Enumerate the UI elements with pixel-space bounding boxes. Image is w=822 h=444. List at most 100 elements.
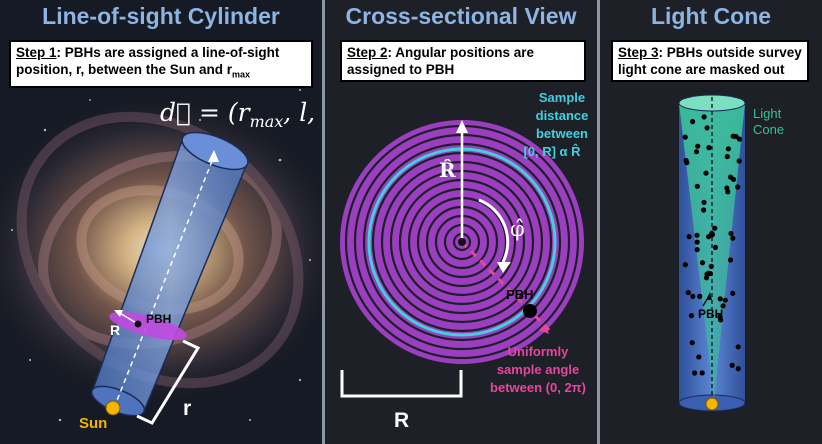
pbh-point bbox=[694, 247, 700, 253]
pbh-point bbox=[736, 136, 743, 142]
pbh-point bbox=[685, 289, 691, 296]
cylinder bbox=[90, 131, 251, 417]
vector-label: d⃗ = (r bbox=[160, 98, 252, 127]
vector-sub: max bbox=[250, 112, 284, 131]
center-point bbox=[458, 238, 466, 246]
pbh-label: PBH bbox=[698, 307, 723, 321]
pbh-point bbox=[707, 271, 713, 277]
pbh-point bbox=[724, 185, 730, 191]
pbh-point bbox=[701, 207, 707, 213]
sun-label: Sun bbox=[79, 415, 107, 432]
pbh-point bbox=[735, 184, 741, 190]
pbh-point bbox=[704, 125, 710, 131]
pbh-point bbox=[725, 146, 731, 152]
panel2-title: Cross-sectional View bbox=[345, 3, 577, 29]
pbh-point bbox=[697, 293, 703, 299]
vector-end: , l, b) bbox=[283, 98, 322, 127]
pbh-point bbox=[735, 344, 741, 350]
light-cone-label: Light Cone bbox=[753, 106, 784, 137]
pbh-point bbox=[683, 157, 689, 164]
pbh-point bbox=[703, 170, 709, 176]
pbh-point bbox=[689, 340, 695, 346]
pbh-dot bbox=[523, 304, 537, 318]
svg-text:between (0, 2π): between (0, 2π) bbox=[490, 380, 586, 395]
pbh-point bbox=[708, 263, 714, 269]
pbh-point bbox=[730, 235, 736, 241]
svg-text:[0, R] α R̂: [0, R] α R̂ bbox=[523, 144, 581, 159]
pbh-point bbox=[695, 143, 701, 149]
pbh-point bbox=[682, 134, 688, 140]
step1-text: : PBHs are assigned a line-of-sight posi… bbox=[16, 45, 280, 77]
pbh-point bbox=[727, 257, 734, 263]
svg-text:distance: distance bbox=[536, 108, 589, 123]
svg-text:Cone: Cone bbox=[753, 122, 784, 137]
pbh-point bbox=[690, 293, 696, 299]
step1-sub: max bbox=[232, 69, 251, 80]
pbh-point bbox=[693, 149, 700, 155]
panel-line-of-sight: d⃗ = (rmax, l, b) PBH R Sun r Line-of-si… bbox=[0, 0, 322, 444]
pbh-point bbox=[690, 119, 696, 125]
R-bracket bbox=[340, 370, 463, 398]
light-cone-diagram: PBH Light Cone bbox=[678, 94, 784, 412]
pbh-point bbox=[696, 354, 702, 360]
pbh-point bbox=[724, 153, 730, 160]
step3-label: Step 3 bbox=[618, 45, 659, 60]
pbh-point bbox=[706, 234, 712, 240]
pbh-point bbox=[688, 313, 694, 319]
svg-text:Light: Light bbox=[753, 106, 782, 121]
pbh-point bbox=[722, 297, 728, 303]
r-bracket bbox=[136, 339, 201, 425]
pbh-point bbox=[717, 314, 723, 320]
pbh-point bbox=[712, 244, 718, 250]
svg-text:sample angle: sample angle bbox=[497, 362, 579, 377]
step1-label: Step 1 bbox=[16, 45, 57, 60]
divider-2 bbox=[597, 0, 600, 444]
step2-text: : Angular positions are assigned to PBH bbox=[347, 45, 535, 77]
pbh-point bbox=[728, 230, 734, 237]
pbh-point bbox=[717, 296, 723, 302]
pbh-points bbox=[682, 114, 743, 376]
divider-1 bbox=[322, 0, 325, 444]
pbh-point bbox=[720, 303, 726, 309]
step2-box: Step 2: Angular positions are assigned t… bbox=[340, 40, 586, 82]
step1-box: Step 1: PBHs are assigned a line-of-sigh… bbox=[9, 40, 313, 88]
pbh-point bbox=[729, 362, 735, 368]
panel1-title: Line-of-sight Cylinder bbox=[42, 3, 280, 29]
sun-icon bbox=[705, 397, 719, 411]
pbh-point bbox=[694, 183, 700, 189]
panel3-title: Light Cone bbox=[650, 3, 772, 29]
pbh-point bbox=[701, 199, 707, 205]
svg-text:d⃗ = (rmax, l, b): d⃗ = (rmax, l, b) bbox=[160, 98, 322, 131]
pbh-point bbox=[736, 158, 742, 164]
uniform-angle-note: Uniformly sample angle between (0, 2π) bbox=[490, 344, 586, 395]
step3-text: : PBHs outside survey light cone are mas… bbox=[618, 45, 802, 77]
sun-icon bbox=[105, 400, 121, 416]
pbh-marker bbox=[134, 320, 142, 328]
cross-section-diagram: PBH R̂ φ̂ Sample distance between [0, R]… bbox=[340, 90, 588, 432]
svg-text:Uniformly: Uniformly bbox=[508, 344, 569, 359]
pbh-point bbox=[686, 234, 692, 240]
pbh-point bbox=[727, 174, 734, 180]
pbh-point bbox=[701, 114, 707, 120]
pbh-point bbox=[709, 230, 715, 236]
pbh-point bbox=[730, 290, 736, 296]
pbh-point bbox=[712, 225, 718, 231]
pbh-point bbox=[694, 239, 700, 245]
svg-text:Sample: Sample bbox=[539, 90, 585, 105]
small-r-label: R bbox=[110, 322, 120, 338]
pbh-point bbox=[694, 232, 700, 238]
panel-cross-section: PBH R̂ φ̂ Sample distance between [0, R]… bbox=[325, 0, 597, 444]
pbh-point bbox=[733, 133, 739, 140]
phi-arrow bbox=[478, 198, 510, 263]
r-label: r bbox=[183, 397, 191, 420]
pbh-point bbox=[735, 366, 741, 372]
step2-label: Step 2 bbox=[347, 45, 388, 60]
phihat-label: φ̂ bbox=[510, 217, 525, 241]
pbh-point bbox=[706, 145, 712, 151]
pbh-point bbox=[703, 275, 710, 281]
step3-box: Step 3: PBHs outside survey light cone a… bbox=[611, 40, 809, 82]
panel-light-cone: PBH Light Cone Light Cone Step 3: PBHs o… bbox=[600, 0, 822, 444]
pbh-point bbox=[682, 262, 688, 268]
sample-distance-note: Sample distance between [0, R] α R̂ bbox=[523, 90, 588, 159]
R-label: R bbox=[394, 409, 409, 432]
